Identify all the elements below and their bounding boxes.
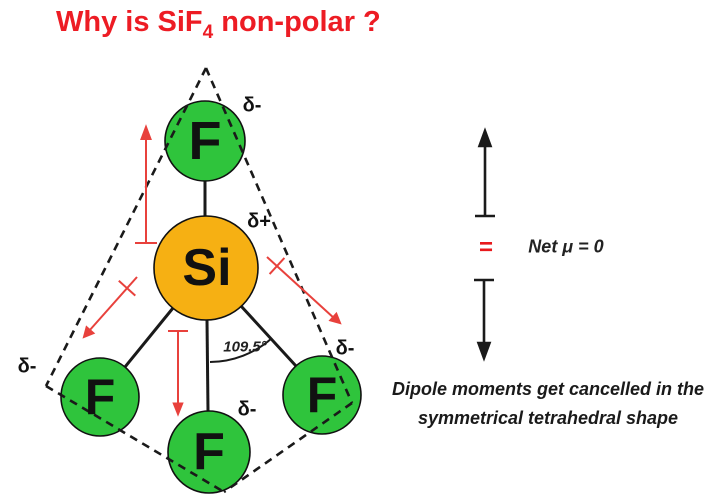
si-atom-circle bbox=[153, 215, 259, 321]
title-subscript: 4 bbox=[202, 22, 214, 43]
dipole-arrows bbox=[82, 124, 342, 417]
f-atom-circle-right bbox=[282, 355, 362, 435]
f-top-label: F bbox=[188, 111, 222, 171]
f-atom-circle-left bbox=[60, 357, 140, 437]
title-prefix: Why is SiF bbox=[56, 6, 203, 38]
equals-sign: = bbox=[478, 234, 494, 261]
tetrahedron-edge-right bbox=[204, 67, 354, 404]
net-dipole-down-arrow bbox=[474, 278, 494, 362]
f-atom-circle-top bbox=[164, 100, 246, 182]
dipole-arrow-down-right bbox=[266, 256, 342, 325]
net-dipole-arrows bbox=[474, 127, 495, 362]
atom-circles bbox=[60, 100, 362, 494]
bond-si-f-right bbox=[239, 304, 298, 368]
delta-plus-si: δ+ bbox=[247, 210, 271, 233]
tetrahedron-outline bbox=[44, 67, 354, 494]
title-suffix: non-polar ? bbox=[213, 6, 381, 38]
bond-angle-arc bbox=[209, 337, 273, 363]
delta-minus-top: δ- bbox=[242, 94, 262, 117]
bond-angle-label: 109.5° bbox=[223, 338, 267, 356]
delta-minus-left: δ- bbox=[17, 355, 37, 378]
tetrahedron-edge-bottom-right bbox=[223, 401, 353, 494]
net-dipole-label: Net μ = 0 bbox=[528, 236, 604, 257]
f-left-label: F bbox=[84, 369, 116, 425]
caption-line1: Dipole moments get cancelled in the bbox=[391, 379, 705, 399]
tetrahedron-edge-left bbox=[44, 67, 208, 387]
caption: Dipole moments get cancelled in the symm… bbox=[376, 375, 720, 433]
page-title: Why is SiF4 non-polar ? bbox=[56, 6, 381, 43]
bond-si-f-bottom bbox=[205, 319, 210, 412]
dipole-arrow-down bbox=[168, 330, 188, 417]
dipole-arrow-up bbox=[135, 124, 157, 244]
tetrahedron-edge-bottom-left bbox=[45, 384, 225, 494]
f-right-label: F bbox=[306, 367, 338, 423]
dipole-arrow-down-left bbox=[82, 276, 138, 339]
si-f-bonds bbox=[123, 181, 298, 412]
delta-minus-right: δ- bbox=[335, 337, 355, 360]
f-atom-circle-bottom bbox=[167, 410, 251, 494]
delta-minus-bottom: δ- bbox=[237, 398, 257, 421]
bond-si-f-left bbox=[123, 307, 175, 368]
caption-line2: symmetrical tetrahedral shape bbox=[417, 408, 679, 428]
net-dipole-up-arrow bbox=[475, 127, 495, 218]
f-bottom-label: F bbox=[193, 423, 225, 481]
si-label: Si bbox=[182, 239, 232, 297]
